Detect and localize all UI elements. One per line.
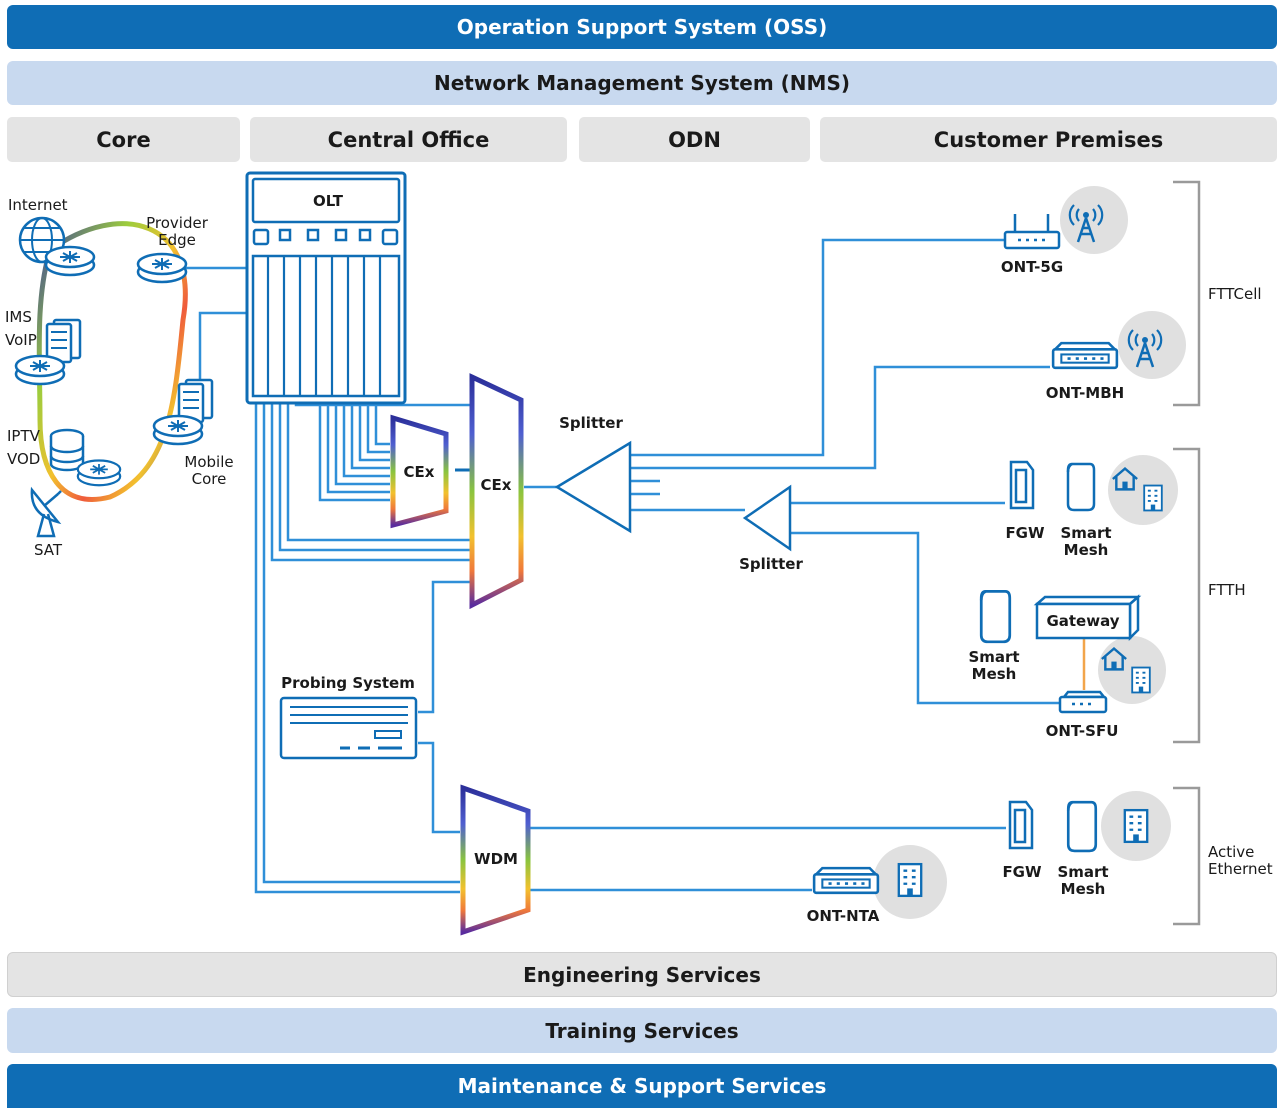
smart-mesh-label: Smart [1060,524,1111,542]
smart-mesh-label: Smart [1057,863,1108,881]
server-icon [45,318,82,364]
ims-label: IMS [5,308,32,326]
training-services-band: Training Services [7,1008,1277,1053]
ont-sfu-label: ONT-SFU [1046,722,1119,740]
smart-mesh-icon [979,590,1012,644]
cex-small-label: CEx [404,463,435,481]
mobile-core-label: Mobile [184,453,233,471]
router-icon [14,354,66,386]
building-icon [1131,666,1151,694]
engineering-services-band: Engineering Services [7,952,1277,997]
probing-system-label: Probing System [281,674,415,692]
provider-edge-label: Edge [158,231,196,249]
ont-nta-label: ONT-NTA [807,907,880,925]
mobile-core-router-icon [152,414,204,446]
building-icon [897,862,923,898]
router-icon [76,459,122,487]
fgw-icon [1009,460,1035,510]
column-customer-premises: Customer Premises [820,117,1277,162]
ont-5g-label: ONT-5G [1001,258,1063,276]
probing-system-device [279,696,418,760]
cex-large-shape [469,373,524,610]
provider-edge-router-icon [136,252,188,284]
gateway-label: Gateway [1046,612,1119,630]
modem-icon [812,866,880,895]
voip-label: VoIP [5,331,37,349]
mobile-core-label: Core [192,470,227,488]
router-5g-icon [1003,214,1061,250]
wdm-label: WDM [474,850,518,868]
olt-chassis [245,171,407,405]
cex-large-label: CEx [481,476,512,494]
provider-edge-label: Provider [146,214,209,232]
modem-icon [1051,341,1119,370]
smart-mesh-icon [1066,462,1096,512]
smart-mesh-label: Mesh [1064,541,1109,559]
oss-band: Operation Support System (OSS) [7,5,1277,49]
iptv-label: IPTV [7,427,41,445]
vod-label: VOD [7,450,40,468]
column-central-office: Central Office [250,117,567,162]
database-icon [49,428,85,472]
group-brackets [1173,180,1201,926]
router-icon [44,245,96,277]
cex-small-shape [390,414,449,529]
active-ethernet-label: Active [1208,843,1254,861]
ftth-label: FTTH [1208,581,1246,599]
splitter-2-shape [742,484,792,552]
fgw-label: FGW [1005,524,1045,542]
gateway-device [1033,594,1142,642]
column-core: Core [7,117,240,162]
nms-band: Network Management System (NMS) [7,61,1277,105]
active-ethernet-label: Ethernet [1208,860,1273,878]
building-icon [1123,808,1149,844]
ont-sfu-icon [1058,690,1108,714]
smart-mesh-label: Smart [968,648,1019,666]
connection-lines [185,238,1060,894]
olt-label: OLT [313,192,344,210]
fgw-icon [1008,800,1034,850]
splitter-2-label: Splitter [739,555,803,573]
building-icon [1143,484,1163,512]
splitter-1-label: Splitter [559,414,623,432]
splitter-1-shape [554,440,632,534]
ont-mbh-label: ONT-MBH [1046,384,1124,402]
sat-label: SAT [34,541,63,559]
smart-mesh-label: Mesh [1061,880,1106,898]
maintenance-support-band: Maintenance & Support Services [7,1064,1277,1108]
wdm-shape [460,784,531,936]
smart-mesh-icon [1066,800,1098,853]
satellite-dish-icon [30,486,62,538]
internet-label: Internet [8,196,68,214]
smart-mesh-label: Mesh [972,665,1017,683]
column-odn: ODN [579,117,810,162]
fttcell-label: FTTCell [1208,285,1262,303]
fgw-label: FGW [1002,863,1042,881]
